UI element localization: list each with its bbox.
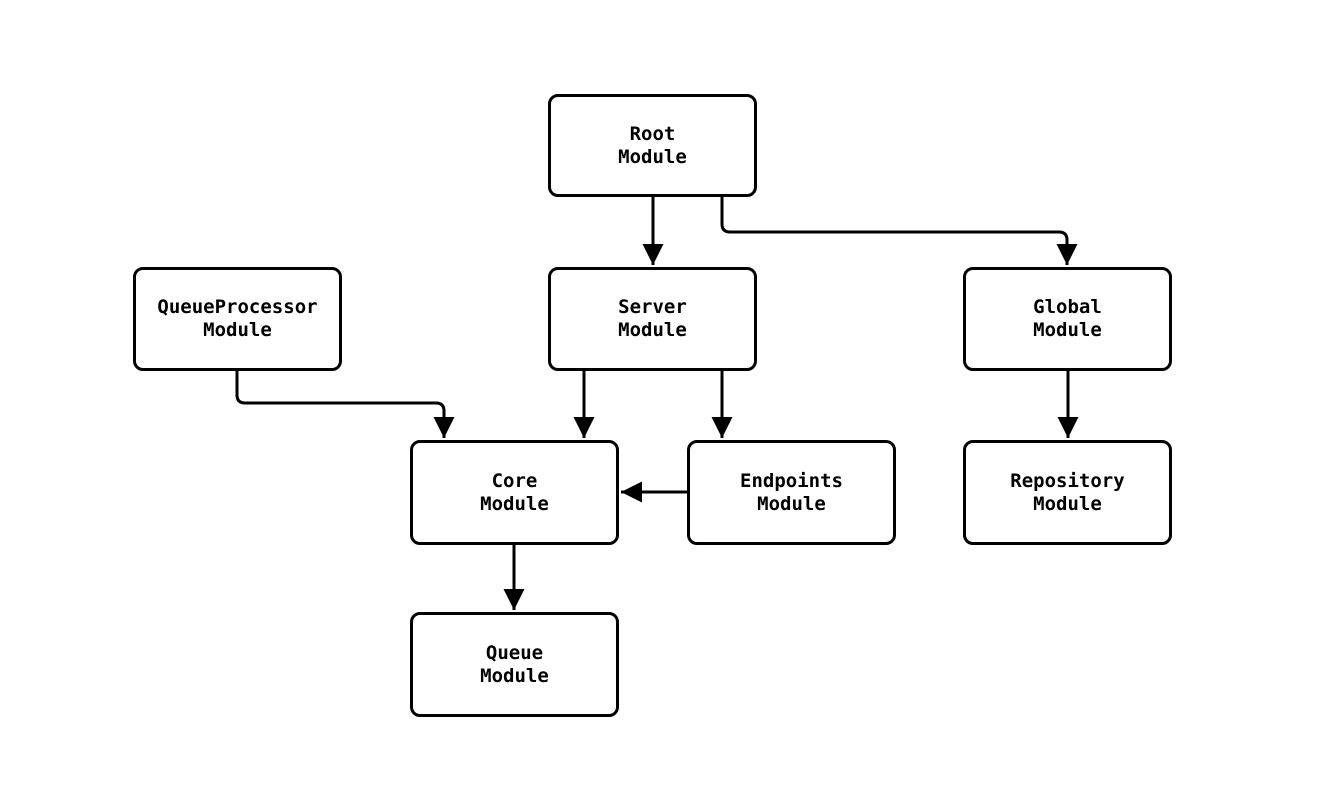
- node-label: Module: [1033, 492, 1102, 515]
- edge-queueprocessor-to-core: [235, 371, 455, 438]
- node-global-module: Global Module: [963, 267, 1172, 371]
- node-root-module: Root Module: [548, 94, 757, 197]
- node-server-module: Server Module: [548, 267, 757, 371]
- edge-root-to-global: [720, 197, 1078, 265]
- node-label: Core: [491, 469, 538, 492]
- node-label: Module: [618, 145, 687, 168]
- node-label: Module: [203, 319, 272, 341]
- node-label: Server: [618, 296, 687, 318]
- node-repository-module: Repository Module: [963, 440, 1172, 545]
- node-label: Repository: [1010, 469, 1125, 492]
- node-endpoints-module: Endpoints Module: [687, 440, 896, 545]
- node-label: Module: [618, 319, 687, 341]
- node-label: Module: [757, 492, 826, 515]
- node-label: Root: [629, 122, 676, 145]
- node-queue-module: Queue Module: [410, 612, 619, 717]
- node-label: QueueProcessor: [157, 296, 318, 318]
- node-label: Module: [480, 492, 549, 515]
- node-label: Module: [1033, 319, 1102, 341]
- node-label: Module: [480, 664, 549, 687]
- node-label: Global: [1033, 296, 1102, 318]
- node-core-module: Core Module: [410, 440, 619, 545]
- node-label: Queue: [485, 641, 544, 664]
- node-label: Endpoints: [740, 469, 843, 492]
- node-queueprocessor-module: QueueProcessor Module: [133, 267, 342, 371]
